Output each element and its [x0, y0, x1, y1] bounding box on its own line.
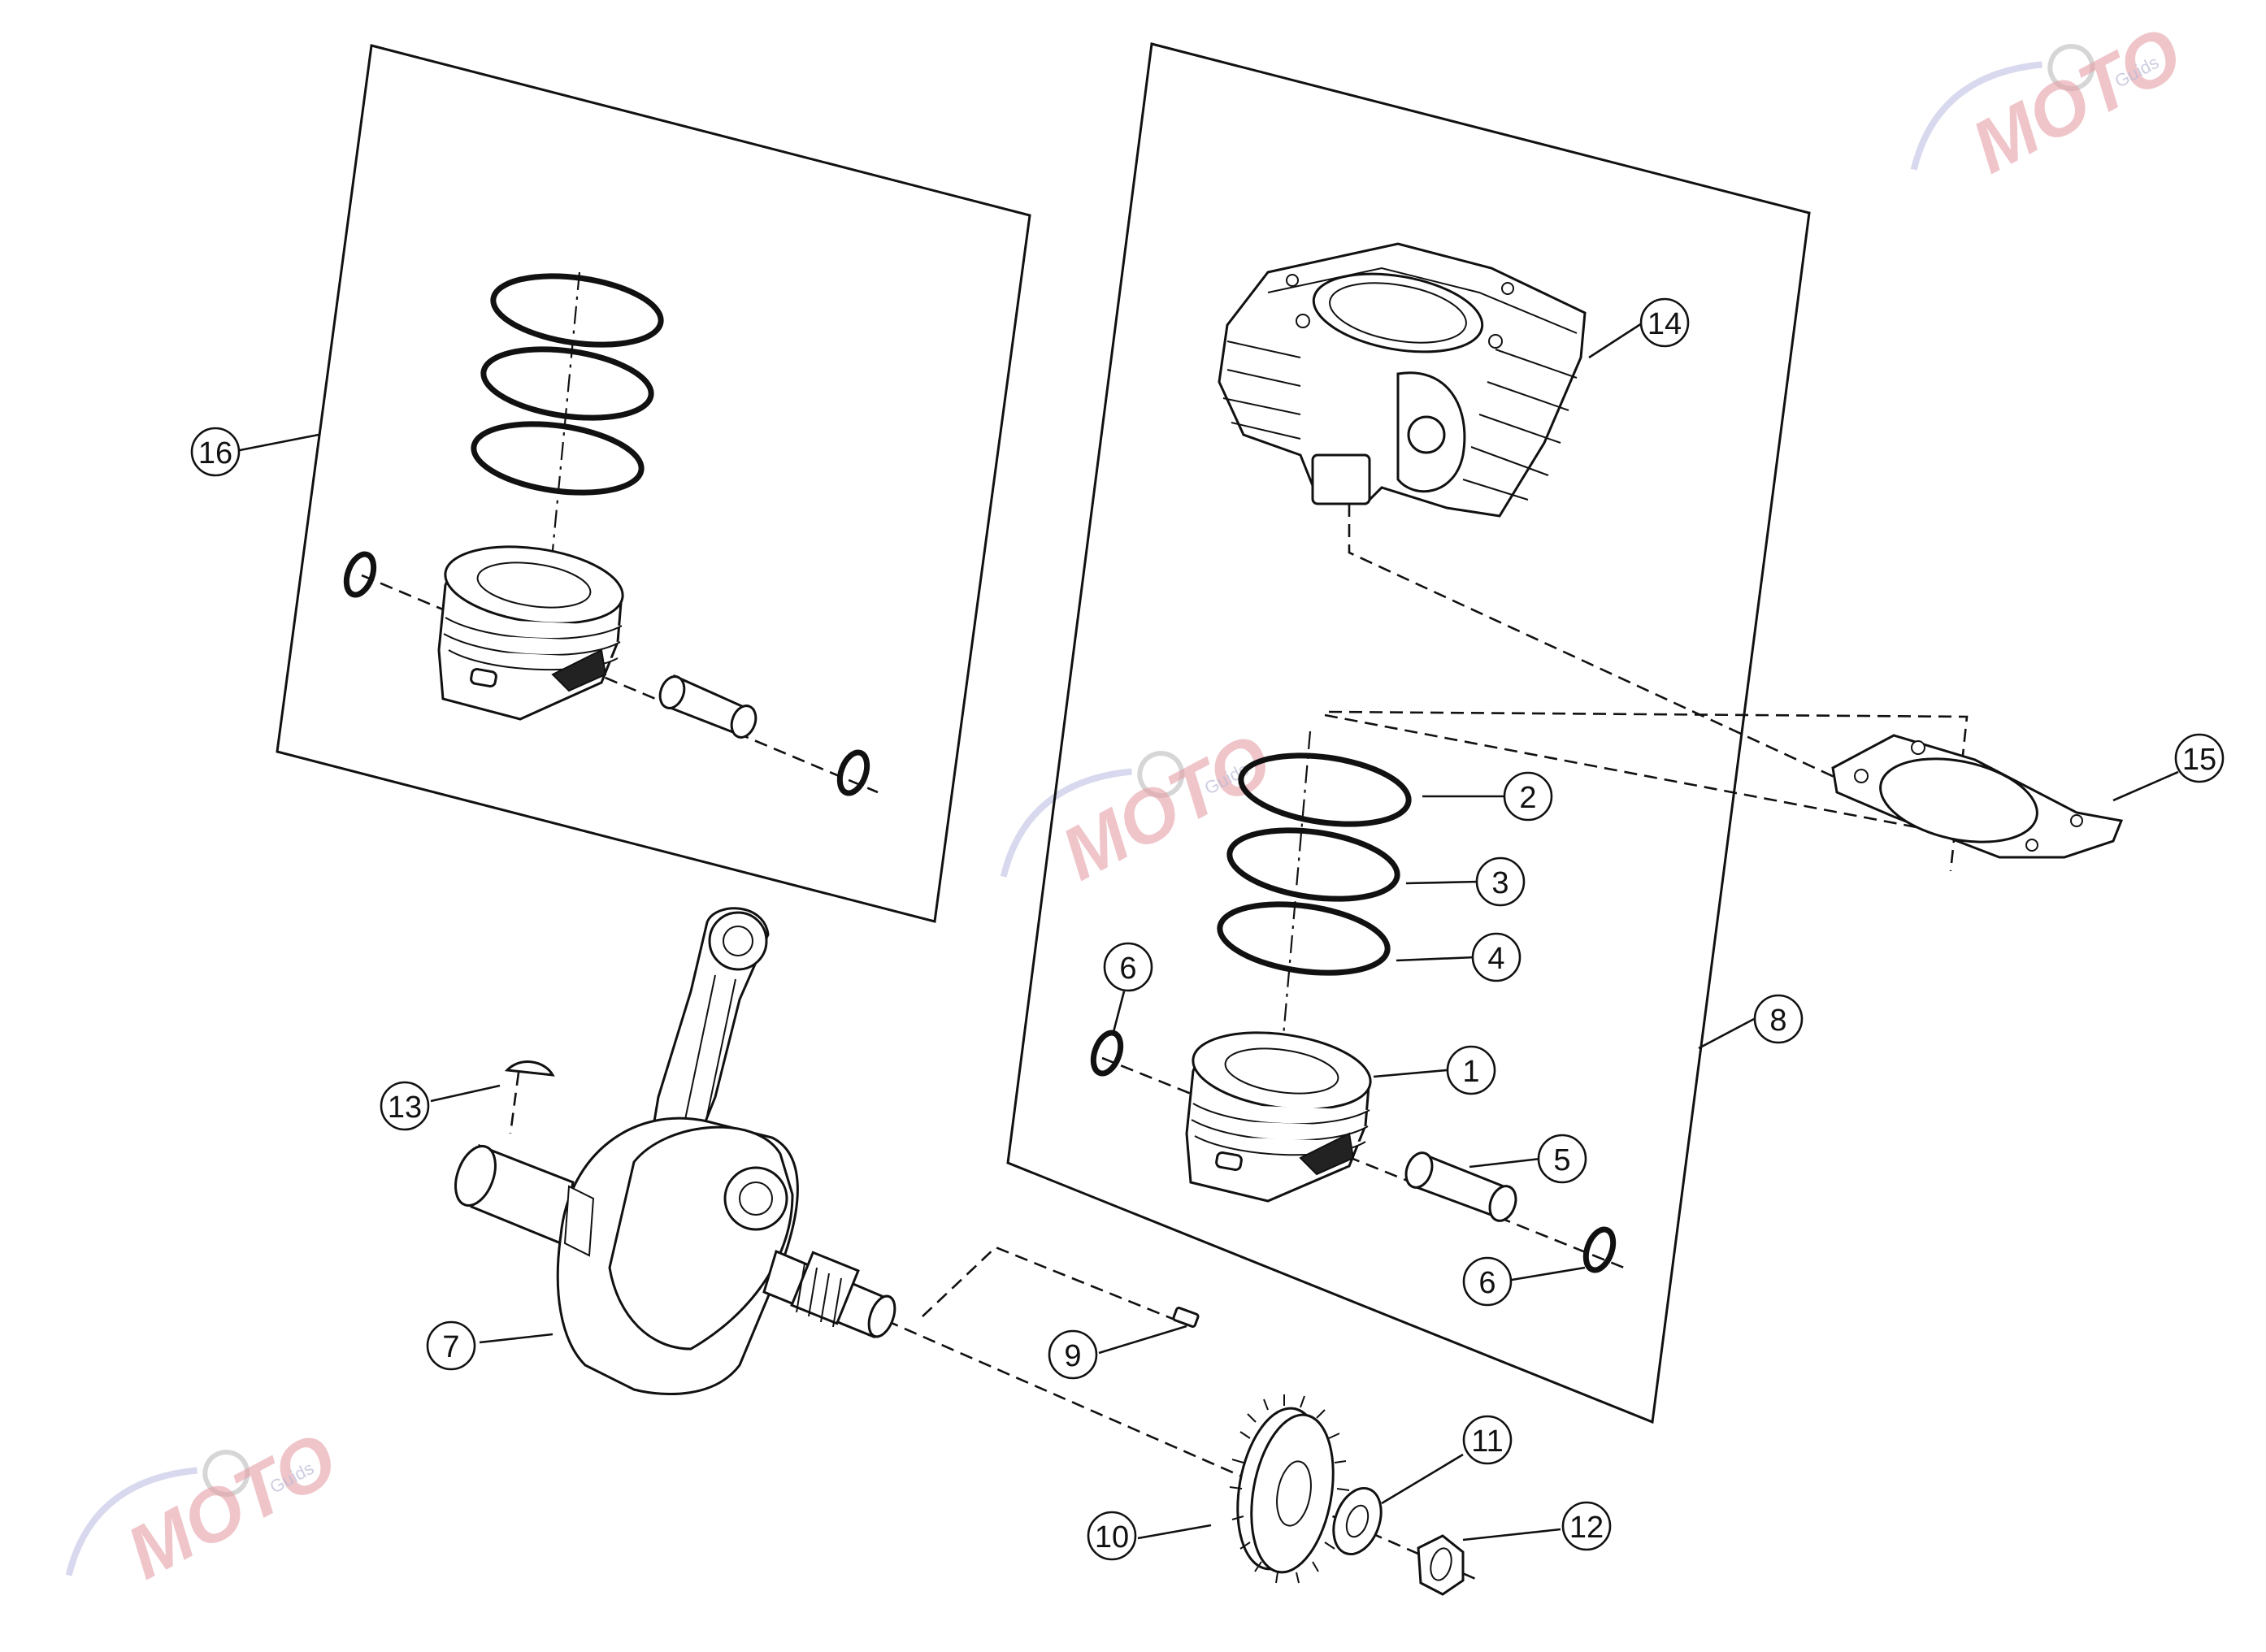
leader-6b	[1511, 1266, 1586, 1281]
callout-11[interactable]: 11	[1462, 1415, 1513, 1465]
callout-6-top[interactable]: 6	[1103, 942, 1153, 992]
callout-7[interactable]: 7	[426, 1320, 476, 1371]
callout-12[interactable]: 12	[1561, 1501, 1612, 1551]
callout-15-label: 15	[2182, 743, 2216, 777]
oil-ring	[1217, 901, 1391, 976]
gear-icon	[2047, 44, 2095, 92]
watermark-bottom-left: MOTO Guids	[65, 1417, 349, 1595]
leader-1	[1373, 1069, 1448, 1078]
callout-14[interactable]: 14	[1639, 297, 1690, 348]
piston-kit-pin	[658, 674, 758, 739]
leader-14	[1588, 322, 1643, 359]
leader-9	[1098, 1325, 1187, 1355]
piston-pin-clip-right	[1582, 1226, 1617, 1273]
leader-10	[1137, 1524, 1212, 1540]
leader-7	[479, 1333, 553, 1344]
cylinder-base-gasket	[1831, 734, 2124, 859]
watermark-logo-text: MOTO	[114, 1417, 349, 1595]
top-ring	[1238, 752, 1412, 827]
callout-2[interactable]: 2	[1503, 771, 1553, 822]
callout-13[interactable]: 13	[380, 1081, 430, 1131]
leader-12	[1462, 1528, 1561, 1541]
leader-4	[1396, 956, 1476, 962]
callout-3-label: 3	[1491, 866, 1508, 900]
callout-3[interactable]: 3	[1475, 856, 1526, 907]
piston-kit-clip-right	[836, 749, 870, 796]
callout-7-label: 7	[442, 1330, 459, 1364]
second-ring	[1226, 827, 1400, 902]
callout-6-top-label: 6	[1119, 952, 1136, 986]
cylinder-block	[1218, 242, 1587, 518]
callout-5[interactable]: 5	[1537, 1134, 1587, 1184]
callout-11-label: 11	[1471, 1424, 1503, 1459]
callout-9[interactable]: 9	[1048, 1329, 1098, 1380]
callout-9-label: 9	[1064, 1339, 1081, 1373]
leader-11	[1381, 1453, 1464, 1505]
crank-nut	[1417, 1534, 1465, 1596]
leader-5	[1469, 1157, 1541, 1169]
callout-8-label: 8	[1769, 1004, 1786, 1038]
crankshaft	[454, 907, 896, 1396]
callout-15[interactable]: 15	[2174, 733, 2225, 783]
woodruff-key	[504, 1060, 555, 1077]
woodruff-key-line	[509, 1072, 520, 1134]
piston-pin-axis	[1101, 1056, 1625, 1269]
callout-13-label: 13	[388, 1090, 422, 1125]
callout-14-label: 14	[1647, 307, 1682, 341]
piston-kit-frame	[276, 44, 1031, 923]
callout-2-label: 2	[1519, 781, 1536, 815]
crank-key-line	[922, 1246, 1178, 1322]
piston-kit-clip-left	[343, 551, 377, 598]
callout-12-label: 12	[1569, 1511, 1604, 1545]
callout-1[interactable]: 1	[1446, 1045, 1496, 1095]
leader-13	[430, 1084, 501, 1103]
gear-icon	[1137, 751, 1185, 799]
callout-8[interactable]: 8	[1753, 994, 1804, 1044]
leader-6a	[1112, 991, 1126, 1033]
callout-6-bottom-label: 6	[1478, 1266, 1495, 1300]
cylinder-gasket-line	[1348, 483, 1947, 830]
ring-gasket-line	[1324, 713, 1947, 835]
callout-10[interactable]: 10	[1087, 1511, 1137, 1561]
callout-10-label: 10	[1095, 1520, 1129, 1554]
piston-kit-piston	[437, 545, 624, 721]
piston-pin	[1404, 1151, 1517, 1222]
callout-5-label: 5	[1553, 1143, 1570, 1177]
leader-8	[1698, 1017, 1755, 1050]
callout-1-label: 1	[1462, 1055, 1479, 1089]
callout-4[interactable]: 4	[1471, 932, 1522, 982]
leader-15	[2112, 770, 2179, 802]
gear-icon	[202, 1450, 250, 1498]
crank-gear	[1229, 1394, 1350, 1584]
cylinder-kit-frame	[1006, 42, 1811, 1424]
leader-16	[235, 433, 319, 453]
watermark-logo-text: MOTO	[1048, 718, 1284, 896]
watermark-logo-text: MOTO	[1959, 11, 2194, 189]
piston	[1185, 1031, 1372, 1203]
callout-4-label: 4	[1487, 942, 1504, 976]
piston-kit-rings	[471, 273, 664, 496]
piston-pin-clip-left	[1090, 1030, 1124, 1077]
callout-16[interactable]: 16	[190, 427, 241, 477]
watermark-top-right: MOTO Guids	[1910, 11, 2194, 189]
crank-gear-axis	[885, 1319, 1480, 1582]
washer	[1332, 1486, 1383, 1556]
crank-key	[1172, 1307, 1200, 1328]
watermark-center: MOTO Guids	[1000, 718, 1284, 896]
callout-6-bottom[interactable]: 6	[1462, 1256, 1513, 1307]
callout-16-label: 16	[198, 436, 232, 470]
leader-3	[1405, 880, 1480, 885]
